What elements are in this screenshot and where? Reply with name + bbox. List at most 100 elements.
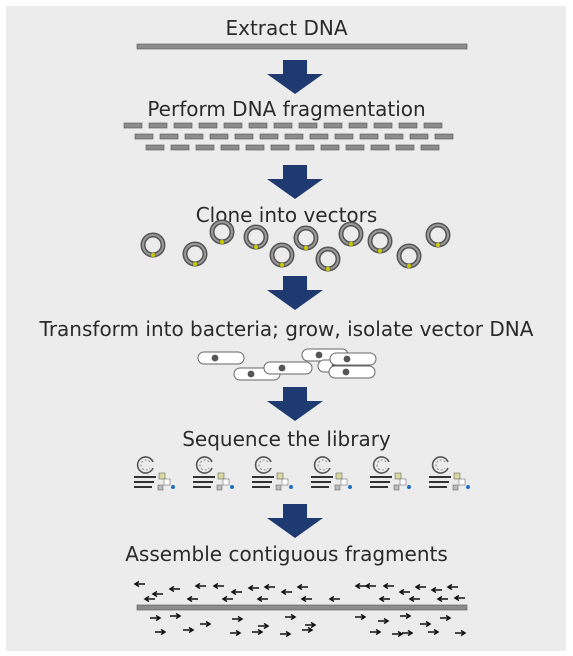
- plasmid-ring-highlight: [427, 224, 449, 246]
- dna-fragment: [370, 144, 390, 151]
- plasmid-vector: [338, 221, 364, 247]
- insert-dot: [150, 252, 156, 258]
- vector-dot: [278, 364, 286, 372]
- bacterium-cell: [329, 352, 377, 366]
- dashed-circle-icon: [313, 456, 331, 474]
- base-box-icon: [163, 478, 171, 486]
- sequence-read-arrow: [378, 595, 390, 603]
- step-sequence-label: Sequence the library: [182, 427, 391, 451]
- insert-dot: [192, 261, 198, 267]
- down-arrow: [267, 60, 323, 94]
- inner-circle-icon: [376, 459, 387, 471]
- base-dot-icon: [289, 485, 293, 489]
- down-arrow: [267, 504, 323, 538]
- plasmid-vector: [315, 246, 341, 272]
- dashed-circle-icon: [431, 456, 449, 474]
- base-box-icon: [334, 484, 341, 491]
- plasmid-ring-highlight: [295, 227, 317, 249]
- base-dot-icon: [466, 485, 470, 489]
- dna-fragment: [398, 122, 418, 129]
- sequence-read-arrow: [183, 626, 195, 634]
- sequence-read-arrow: [328, 595, 340, 603]
- bacterium: [197, 351, 245, 365]
- dna-fragment: [184, 133, 204, 140]
- sequence-read-arrow: [455, 629, 467, 637]
- down-arrow: [267, 387, 323, 421]
- read-line: [252, 481, 272, 483]
- sequencing-icon: [370, 456, 411, 491]
- read-line: [370, 476, 392, 478]
- inner-circle-icon: [435, 459, 446, 471]
- dashed-circle-icon: [254, 456, 272, 474]
- vector-dot: [211, 354, 219, 362]
- sequence-read-arrow: [247, 584, 259, 592]
- dna-fragment: [173, 122, 193, 129]
- base-box-icon: [393, 484, 400, 491]
- sequence-read-arrow: [382, 582, 394, 590]
- bacterium-cell: [197, 351, 245, 365]
- plasmid-ring-highlight: [211, 221, 233, 243]
- dna-fragment: [134, 133, 154, 140]
- down-arrow: [267, 165, 323, 199]
- read-line: [252, 486, 270, 488]
- dna-fragment: [123, 122, 143, 129]
- bacterium: [328, 365, 376, 379]
- sequencing-icon: [252, 456, 293, 491]
- base-box-icon: [399, 478, 407, 486]
- read-line: [370, 486, 388, 488]
- dashed-circle-icon: [372, 456, 390, 474]
- dna-fragment: [420, 144, 440, 151]
- read-line: [134, 481, 154, 483]
- sequencing-icon: [311, 456, 352, 491]
- dna-fragment: [298, 122, 318, 129]
- dna-fragment: [345, 144, 365, 151]
- dna-fragment: [248, 122, 268, 129]
- read-line: [429, 481, 449, 483]
- sequence-read-arrow: [402, 629, 414, 637]
- read-line: [429, 486, 447, 488]
- sequence-read-arrow: [430, 586, 442, 594]
- plasmid-ring-highlight: [398, 245, 420, 267]
- base-dot-icon: [230, 485, 234, 489]
- sequence-read-arrow: [168, 585, 180, 593]
- sequence-read-arrow: [370, 628, 382, 636]
- base-box-icon: [281, 478, 289, 486]
- base-box-icon: [453, 472, 461, 480]
- step-extract-dna-label: Extract DNA: [225, 16, 348, 40]
- sequence-read-arrow: [194, 582, 206, 590]
- sequence-read-arrow: [285, 613, 297, 621]
- insert-dot: [406, 263, 412, 269]
- base-box-icon: [275, 484, 282, 491]
- sequencing-icon: [193, 456, 234, 491]
- sequence-read-arrow: [170, 612, 182, 620]
- base-box-icon: [340, 478, 348, 486]
- dna-fragment: [148, 122, 168, 129]
- plasmid-vector: [140, 232, 166, 258]
- base-box-icon: [222, 478, 230, 486]
- plasmid-ring-highlight: [369, 230, 391, 252]
- dashed-circle-icon: [136, 456, 154, 474]
- dna-fragment: [373, 122, 393, 129]
- sequence-read-arrow: [232, 615, 244, 623]
- sequencing-icon: [429, 456, 470, 491]
- sequence-read-arrow: [258, 622, 270, 630]
- base-box-icon: [217, 472, 225, 480]
- down-arrow: [267, 276, 323, 310]
- inner-circle-icon: [258, 459, 269, 471]
- sequence-read-arrow: [230, 588, 242, 596]
- insert-dot: [435, 242, 441, 248]
- read-line: [311, 486, 329, 488]
- sequence-read-arrow: [263, 583, 275, 591]
- insert-dot: [253, 244, 259, 250]
- contig-reference-strand: [136, 604, 468, 611]
- bacterium: [329, 352, 377, 366]
- base-box-icon: [452, 484, 459, 491]
- sequence-read-arrow: [296, 583, 308, 591]
- sequence-read-arrow: [155, 628, 167, 636]
- dna-fragment: [409, 133, 429, 140]
- sequence-read-arrow: [420, 620, 432, 628]
- sequence-read-arrow: [143, 595, 155, 603]
- dna-fragment: [195, 144, 215, 151]
- dna-fragment: [395, 144, 415, 151]
